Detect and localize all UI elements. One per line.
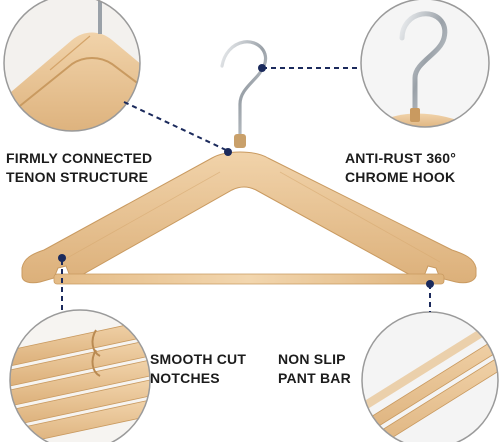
feature-label-bar: NON SLIP PANT BAR bbox=[278, 350, 351, 388]
feature-label-hook: ANTI-RUST 360° CHROME HOOK bbox=[345, 149, 456, 187]
feature-bar-line2: PANT BAR bbox=[278, 370, 351, 386]
detail-tenon-circle bbox=[3, 0, 141, 132]
detail-bar-circle bbox=[361, 311, 499, 442]
callout-dot-icon bbox=[258, 64, 266, 72]
feature-tenon-line2: TENON STRUCTURE bbox=[6, 169, 149, 185]
feature-label-notches: SMOOTH CUT NOTCHES bbox=[150, 350, 246, 388]
callout-dots bbox=[58, 64, 434, 288]
hanger-hook bbox=[220, 40, 268, 144]
feature-hook-line1: ANTI-RUST 360° bbox=[345, 150, 457, 166]
callout-dot-icon bbox=[426, 280, 434, 288]
callout-dot-icon bbox=[224, 148, 232, 156]
callout-dot-icon bbox=[58, 254, 66, 262]
feature-tenon-line1: FIRMLY CONNECTED bbox=[6, 150, 153, 166]
feature-notches-line2: NOTCHES bbox=[150, 370, 220, 386]
main-hanger bbox=[21, 40, 477, 285]
feature-label-tenon: FIRMLY CONNECTED TENON STRUCTURE bbox=[6, 149, 152, 187]
detail-hook-circle bbox=[360, 0, 490, 128]
callout-lines bbox=[61, 67, 431, 312]
hook-collar bbox=[234, 134, 246, 148]
callout-line-tenon bbox=[123, 101, 227, 151]
feature-bar-line1: NON SLIP bbox=[278, 351, 346, 367]
feature-hook-line2: CHROME HOOK bbox=[345, 169, 456, 185]
pant-bar bbox=[53, 273, 445, 285]
feature-notches-line1: SMOOTH CUT bbox=[150, 351, 247, 367]
detail-notches-circle bbox=[9, 309, 151, 442]
hanger-body bbox=[21, 151, 477, 284]
